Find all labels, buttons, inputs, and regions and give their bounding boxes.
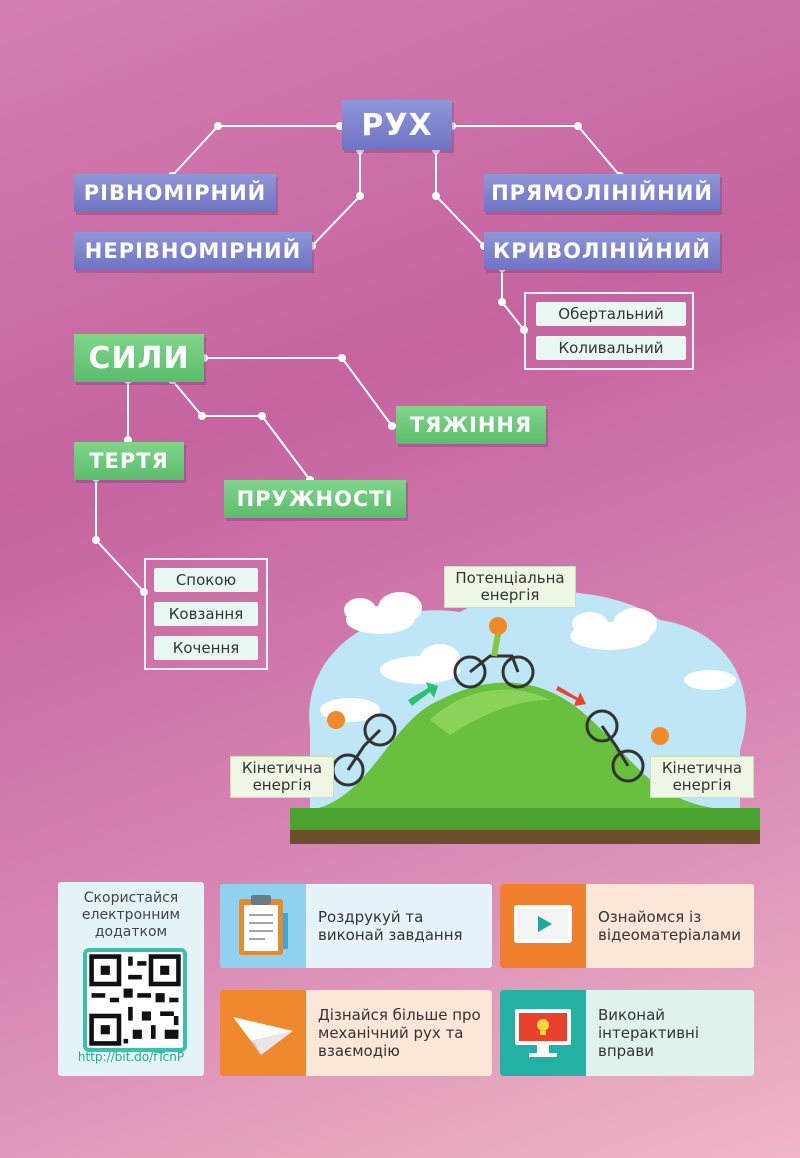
print-task-card[interactable]: Роздрукуй та виконай завдання xyxy=(220,884,492,968)
qr-code-icon[interactable] xyxy=(83,948,187,1052)
motion-curvilinear-tag: КРИВОЛІНІЙНИЙ xyxy=(484,232,720,270)
clipboard-icon xyxy=(220,884,306,968)
qr-prompt-text: Скористайся електронним додатком xyxy=(81,890,181,940)
curvilinear-subtypes-box xyxy=(524,292,694,370)
learn-more-card[interactable]: Дізнайся більше про механічний рух та вз… xyxy=(220,990,492,1076)
gravity-force-tag: ТЯЖІННЯ xyxy=(396,406,546,444)
elastic-force-tag: ПРУЖНОСТІ xyxy=(224,480,406,518)
rotational-chip: Обертальний xyxy=(536,302,686,326)
rolling-friction-chip: Кочення xyxy=(154,636,258,660)
cyclist-right-icon xyxy=(585,709,669,783)
static-friction-chip: Спокою xyxy=(154,568,258,592)
interactive-text: Виконай інтерактивні вправи xyxy=(598,1006,700,1060)
print-task-text: Роздрукуй та виконай завдання xyxy=(318,908,463,944)
line-ruh-rivnomirnyi xyxy=(171,125,340,177)
monitor-lightbulb-icon xyxy=(500,990,586,1076)
line-ruh-nerivnomirnyi xyxy=(311,150,361,247)
friction-force-tag: ТЕРТЯ xyxy=(74,442,184,480)
line-ruh-kryvoliniinyi xyxy=(435,150,485,247)
qr-url-link[interactable]: http://bit.do/fTcnP xyxy=(77,1050,185,1064)
line-tertya-box xyxy=(95,478,145,593)
motion-rectilinear-tag: ПРЯМОЛІНІЙНИЙ xyxy=(484,174,720,212)
forces-root-tag: СИЛИ xyxy=(74,334,204,382)
up-arrow-icon xyxy=(408,682,438,706)
oscillatory-chip: Коливальний xyxy=(536,336,686,360)
friction-subtypes-box xyxy=(144,558,268,670)
down-arrow-icon xyxy=(556,686,586,706)
interactive-card[interactable]: Виконай інтерактивні вправи xyxy=(500,990,754,1076)
video-text: Ознайомся із відеоматеріалами xyxy=(598,908,741,944)
energy-hill-illustration xyxy=(290,591,760,844)
line-kryvoliniinyi-box xyxy=(501,268,525,331)
video-play-icon xyxy=(500,884,586,968)
potential-energy-label: Потенціальна енергія xyxy=(444,566,576,608)
motion-root-tag: РУХ xyxy=(342,100,452,150)
line-syly-pruzhnosti xyxy=(171,379,311,481)
motion-nonuniform-tag: НЕРІВНОМІРНИЙ xyxy=(74,232,312,270)
qr-code-card[interactable]: Скористайся електронним додатком http://… xyxy=(58,882,204,1076)
kinetic-energy-right-label: Кінетична енергія xyxy=(650,756,754,798)
video-card[interactable]: Ознайомся із відеоматеріалами xyxy=(500,884,754,968)
cloud-icon xyxy=(320,592,736,722)
sliding-friction-chip: Ковзання xyxy=(154,602,258,626)
line-ruh-pryamoliniinyi xyxy=(452,125,621,177)
learn-more-text: Дізнайся більше про механічний рух та вз… xyxy=(318,1006,481,1060)
cyclist-top-icon xyxy=(453,617,535,689)
motion-uniform-tag: РІВНОМІРНИЙ xyxy=(74,174,276,212)
kinetic-energy-left-label: Кінетична енергія xyxy=(230,756,334,798)
paper-plane-icon xyxy=(220,990,306,1076)
